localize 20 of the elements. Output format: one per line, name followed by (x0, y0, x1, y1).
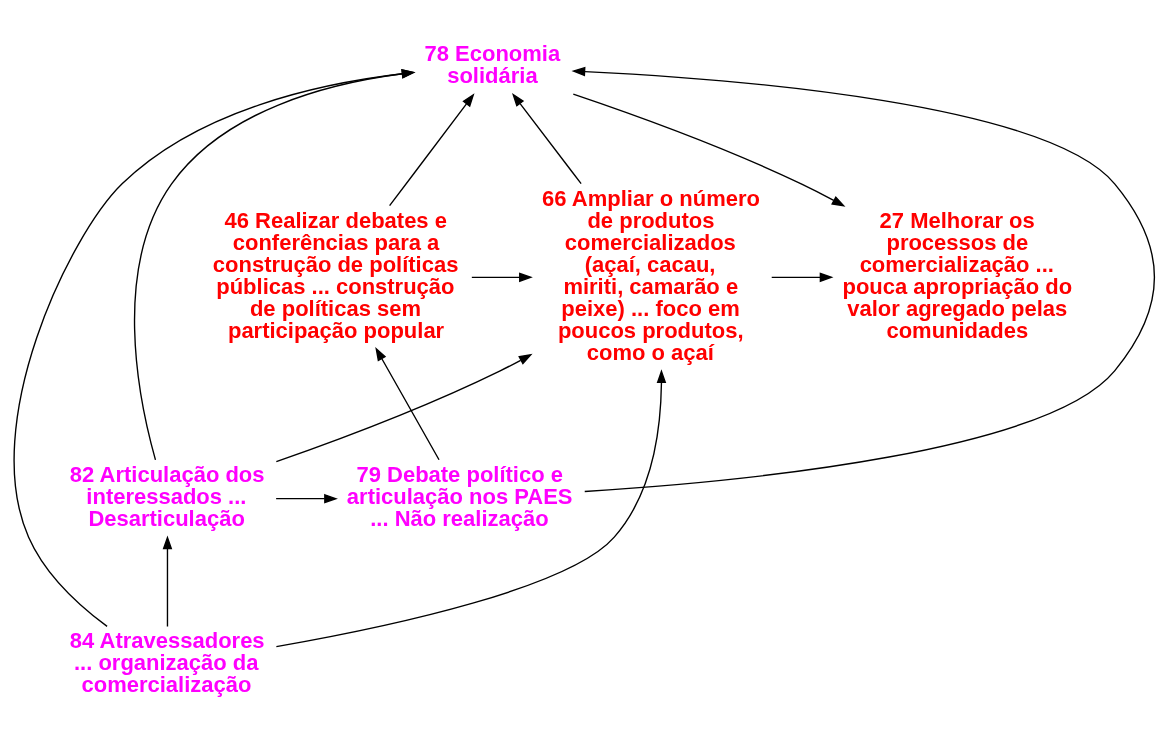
arrow (512, 92, 582, 184)
node-text: 46 Realizar debates e conferências para a construção de políticas públicas ... construção de políticas sem participação popular (212, 207, 459, 343)
node-text: 27 Melhorar os processos de comercialização ... pouca apropriação do valor agregado pelas comunidades (842, 207, 1073, 343)
node-text: 78 Economia solidária (424, 40, 561, 88)
arrow (275, 368, 667, 647)
arrow (571, 66, 1156, 492)
arrow (162, 535, 173, 627)
arrow (275, 493, 338, 503)
node-text: 66 Ampliar o número de produtos comercializados (açaí, cacau, miriti, camarão e peixe) ... foco em poucos produtos, como o açaí (542, 185, 760, 365)
arrow (133, 68, 416, 460)
arrow (771, 272, 834, 282)
arrow (13, 68, 416, 627)
arrow (572, 92, 846, 207)
arrow (388, 92, 475, 206)
node-text: 82 Articulação dos interessados ... Desarticulação (69, 461, 265, 531)
arrow (275, 353, 533, 462)
node-text: 79 Debate político e articulação nos PAES ... Não realização (346, 461, 573, 531)
arrow (471, 272, 533, 282)
arrow (375, 346, 440, 460)
node-text: 84 Atravessadores ... organização da comercialização (69, 627, 265, 697)
